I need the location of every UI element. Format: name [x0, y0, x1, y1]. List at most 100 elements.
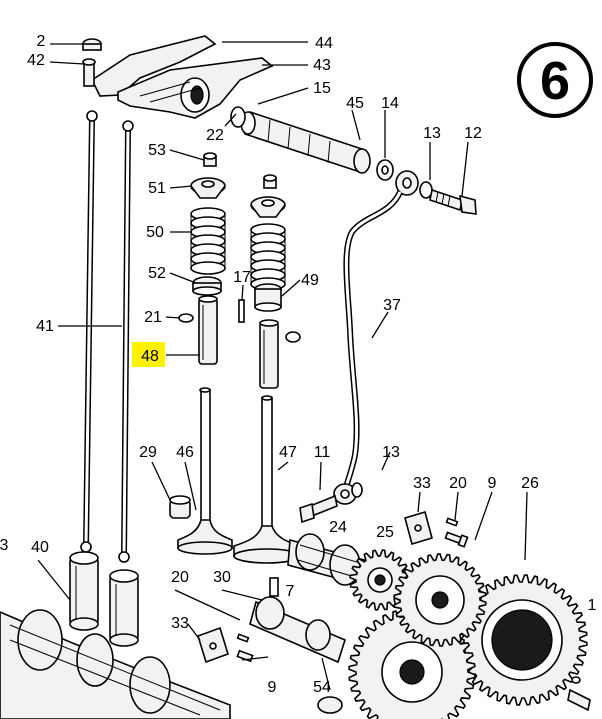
figure-number: 6: [540, 51, 570, 111]
leader-line: [169, 272, 197, 284]
callout-49: 49: [301, 272, 319, 289]
lock-plate-lower: [197, 626, 229, 664]
leader-line: [221, 589, 263, 601]
valve-cap-right: [263, 174, 277, 189]
guide-circlip-right: [285, 331, 301, 343]
rocker-adjust-nut: [82, 38, 102, 51]
leader-line: [165, 316, 181, 319]
rocker-shaft: [240, 110, 371, 174]
leader-line: [381, 451, 391, 471]
gear-nut: [317, 696, 343, 714]
leader-line: [371, 311, 389, 339]
leader-line: [184, 461, 197, 511]
callout-20a: 20: [449, 475, 467, 492]
leader-lines: [37, 41, 528, 691]
callout-2: 2: [37, 33, 46, 50]
callout-30: 30: [213, 569, 231, 586]
leader-line: [319, 461, 322, 491]
spring-cap-left: [190, 177, 226, 199]
leader-line: [169, 185, 193, 189]
callout-41: 41: [36, 318, 54, 335]
callout-44: 44: [315, 35, 333, 52]
figure-number-badge: 6: [517, 42, 593, 118]
callout-54: 54: [313, 679, 331, 696]
leader-line: [241, 284, 244, 301]
callout-42: 42: [27, 52, 45, 69]
callout-21: 21: [144, 309, 162, 326]
callout-51: 51: [148, 180, 166, 197]
callout-24: 24: [329, 519, 347, 536]
callout-9a: 9: [488, 475, 497, 492]
callout-33a: 33: [413, 475, 431, 492]
callout-26: 26: [521, 475, 539, 492]
leader-line: [49, 61, 85, 65]
screw-upper: [444, 531, 469, 548]
callout-43: 43: [313, 57, 331, 74]
leader-line: [187, 623, 201, 641]
callout-12: 12: [464, 125, 482, 142]
callout-15: 15: [313, 80, 331, 97]
leader-line: [224, 113, 237, 127]
valve-guide-left: [198, 295, 218, 365]
callout-11: 11: [314, 444, 331, 461]
leader-line: [281, 279, 301, 297]
callout-1: 1: [588, 597, 597, 614]
cam-follower-left: [69, 551, 99, 631]
callout-14: 14: [381, 95, 399, 112]
spring-seat-right: [254, 283, 282, 312]
cam-follower-right: [109, 569, 139, 647]
leader-line: [257, 87, 309, 105]
leader-line: [461, 141, 469, 197]
leader-line: [454, 491, 459, 521]
spring-cap-right: [250, 196, 286, 218]
lower-camshaft: [0, 609, 231, 719]
callout-22: 22: [206, 127, 224, 144]
callout-9b: 9: [268, 679, 277, 696]
callout-20b: 20: [171, 569, 189, 586]
screw-lower-small: [236, 633, 250, 643]
gear-bolt: [567, 676, 591, 712]
upper-hub-gear: [393, 553, 487, 647]
callout-45: 45: [346, 95, 364, 112]
leader-line: [174, 589, 241, 621]
callout-50: 50: [146, 224, 164, 241]
shaft-washer: [376, 159, 394, 181]
callout-25: 25: [376, 524, 394, 541]
leader-line: [351, 109, 361, 141]
callout-17: 17: [233, 269, 251, 286]
screw-upper-small: [445, 517, 459, 527]
oil-feed-pipe: [342, 190, 403, 491]
callout-48: 48: [141, 348, 159, 365]
leader-line: [241, 656, 269, 661]
callout-29: 29: [139, 444, 157, 461]
lock-plate-upper: [404, 510, 433, 546]
pushrod-right: [118, 120, 134, 563]
valve-spring-left: [190, 207, 226, 275]
leader-line: [151, 461, 171, 501]
callout-37: 37: [383, 297, 401, 314]
highlight-marker: [132, 342, 165, 367]
pushrod-left: [80, 110, 98, 553]
leader-line: [169, 149, 205, 161]
locating-pin: [238, 299, 245, 323]
callout-53: 53: [148, 142, 166, 159]
leader-line: [474, 491, 493, 541]
leader-line: [37, 559, 71, 601]
valve-spring-right: [250, 223, 286, 291]
guide-circlip-left: [178, 313, 194, 323]
callout-40: 40: [31, 539, 49, 556]
small-tappet: [169, 495, 191, 519]
leader-line: [524, 491, 528, 561]
small-spring-7: [269, 577, 279, 597]
callout-13b: 13: [382, 444, 400, 461]
leader-line: [417, 491, 421, 513]
valve-guide-right: [259, 319, 279, 389]
callout-13a: 13: [423, 125, 441, 142]
callout-7: 7: [286, 583, 295, 600]
banjo-bolt: [429, 188, 477, 215]
callout-47: 47: [279, 444, 297, 461]
leader-line: [321, 657, 331, 691]
spring-seat-left: [192, 276, 222, 296]
